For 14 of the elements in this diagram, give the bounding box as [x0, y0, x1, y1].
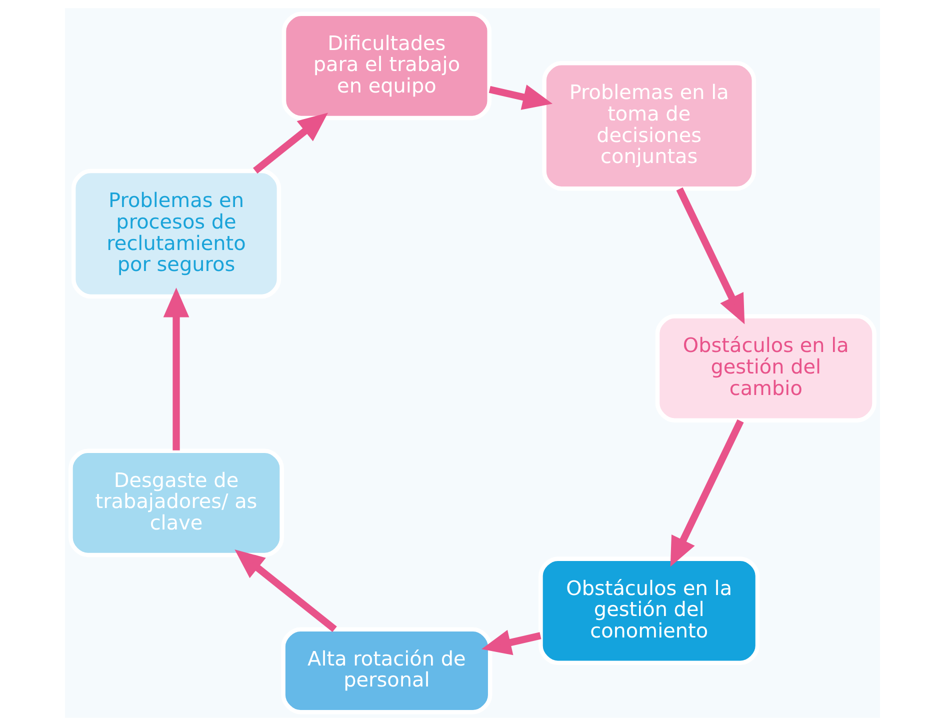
- arrow: [252, 112, 328, 174]
- arrow: [676, 187, 744, 324]
- arrow: [234, 550, 336, 632]
- node-box: Obstáculos en la gestión del conomiento: [538, 556, 760, 666]
- arrow: [162, 288, 189, 450]
- arrow: [481, 630, 541, 656]
- arrow: [488, 84, 552, 110]
- arrow: [670, 419, 744, 567]
- node-box: Problemas en la toma de decisiones conjuntas: [542, 60, 756, 191]
- node-box: Obstáculos en la gestión del cambio: [654, 314, 876, 423]
- node-box: Desgaste de trabajadores/ as clave: [68, 448, 284, 558]
- node-box: Dificultades para el trabajo en equipo: [281, 12, 492, 120]
- node-box: Alta rotación de personal: [280, 627, 492, 714]
- node-box: Problemas en procesos de reclutamiento por seguros: [70, 168, 281, 299]
